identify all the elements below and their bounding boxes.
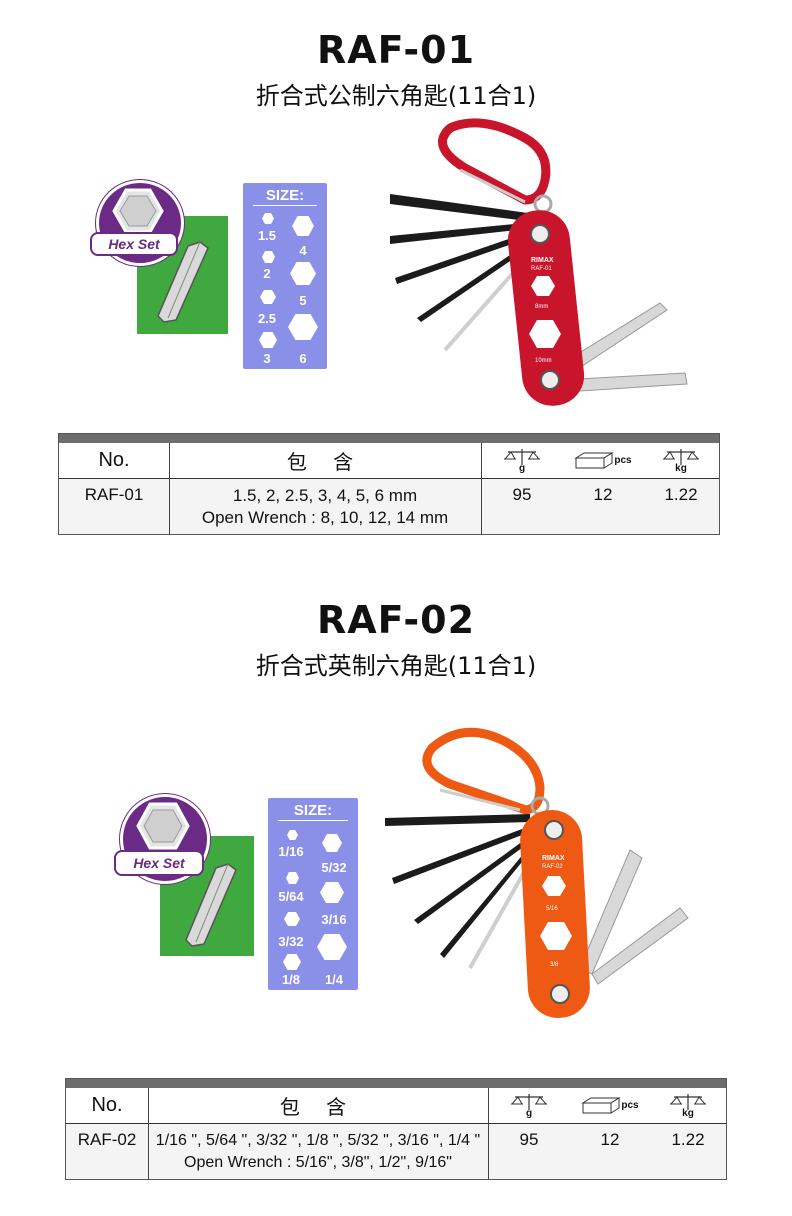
kg-unit: kg <box>675 463 687 474</box>
size-label: 3/32 <box>278 934 304 949</box>
header-no: No. <box>98 449 130 471</box>
spec-table: No. 包 含 g pcs kg RAF-02 1/16 ", 5/64 ", … <box>65 1078 727 1180</box>
size-card: SIZE: 1/16 5/64 3/32 1/8 5/32 3/16 1/4 <box>268 798 358 990</box>
tool-mark: 5/16 <box>546 906 558 912</box>
product-section-raf-01: RAF-01 折合式公制六角匙(11合1) Hex Set SIZE: 1.5 … <box>0 0 792 560</box>
hex-bar-icon <box>185 863 237 947</box>
size-card-title: SIZE: <box>293 802 333 819</box>
badge-label: Hex Set <box>90 232 178 256</box>
header-pcs: pcs <box>563 443 643 478</box>
tool-mark: 8mm <box>535 304 548 310</box>
box-icon <box>574 451 615 469</box>
hexagon-icon <box>262 213 274 224</box>
scale-icon <box>504 449 540 465</box>
hexagon-icon <box>260 290 276 304</box>
size-label: 1/8 <box>281 972 301 987</box>
tool-brand: RIMAX <box>531 257 554 264</box>
content-line: Open Wrench : 5/16", 3/8", 1/2", 9/16" <box>184 1154 452 1171</box>
row-kg: 1.22 <box>671 1130 705 1149</box>
scale-icon <box>670 1094 706 1110</box>
row-weight: 95 <box>512 485 532 504</box>
hexagon-icon <box>290 262 316 285</box>
hex-bar-icon <box>157 241 209 323</box>
hexagon-icon <box>284 912 300 926</box>
pcs-unit: pcs <box>614 455 632 466</box>
kg-unit: kg <box>682 1108 694 1119</box>
header-weight: g <box>488 1088 570 1123</box>
model-title: RAF-02 <box>316 598 476 642</box>
hexagon-icon <box>136 802 190 850</box>
size-label: 6 <box>299 351 307 366</box>
hexagon-icon <box>262 251 275 263</box>
content-line: 1.5, 2, 2.5, 3, 4, 5, 6 mm <box>232 486 418 505</box>
table-row: RAF-01 1.5, 2, 2.5, 3, 4, 5, 6 mm Open W… <box>59 479 719 534</box>
badge-label: Hex Set <box>114 850 204 876</box>
folding-hex-key-image: RIMAX RAF-02 5/16 3/8 <box>385 727 689 1018</box>
table-row: RAF-02 1/16 ", 5/64 ", 3/32 ", 1/8 ", 5/… <box>66 1124 726 1179</box>
tool-brand: RIMAX <box>542 855 565 862</box>
size-label: 4 <box>299 243 307 258</box>
row-kg: 1.22 <box>664 485 698 504</box>
hexagon-icon <box>322 834 342 852</box>
tool-model: RAF-01 <box>531 266 552 272</box>
row-no: RAF-02 <box>77 1130 137 1149</box>
hexagon-icon <box>283 954 301 970</box>
weight-unit: g <box>525 1108 533 1119</box>
hexagon-icon <box>288 314 318 340</box>
scale-icon <box>511 1094 547 1110</box>
row-pcs: 12 <box>600 1130 620 1149</box>
tool-mark: 3/8 <box>550 962 559 968</box>
size-label: 5/32 <box>321 860 347 875</box>
size-card-title: SIZE: <box>265 187 305 204</box>
row-content: 1/16 ", 5/64 ", 3/32 ", 1/8 ", 5/32 ", 3… <box>148 1124 488 1179</box>
hexagon-icon <box>320 882 344 903</box>
header-pcs: pcs <box>570 1088 650 1123</box>
content-line: 1/16 ", 5/64 ", 3/32 ", 1/8 ", 5/32 ", 3… <box>155 1132 481 1149</box>
hexagon-icon <box>292 216 314 236</box>
header-kg: kg <box>650 1088 726 1123</box>
row-no: RAF-01 <box>84 485 144 504</box>
hexagon-icon <box>286 872 299 884</box>
row-content: 1.5, 2, 2.5, 3, 4, 5, 6 mm Open Wrench :… <box>169 479 481 534</box>
size-label: 3 <box>263 351 271 366</box>
product-section-raf-02: RAF-02 折合式英制六角匙(11合1) Hex Set SIZE: 1/16… <box>0 580 792 1216</box>
scale-icon <box>663 449 699 465</box>
hex-set-illustration: Hex Set <box>114 794 256 959</box>
size-label: 5/64 <box>278 889 304 904</box>
tool-mark: 10mm <box>535 358 552 364</box>
row-pcs: 12 <box>593 485 613 504</box>
model-title: RAF-01 <box>316 28 476 72</box>
size-label: 5 <box>299 293 307 308</box>
header-weight: g <box>481 443 563 478</box>
tool-model: RAF-02 <box>542 864 563 870</box>
hex-set-illustration: Hex Set <box>90 180 230 335</box>
header-no: No. <box>91 1094 123 1116</box>
header-content: 包 含 <box>279 1095 357 1119</box>
spec-table: No. 包 含 g pcs kg RAF-01 1.5, 2, 2.5, 3, … <box>58 433 720 535</box>
hexagon-icon <box>317 934 347 960</box>
hexagon-icon <box>259 332 277 348</box>
product-subtitle: 折合式英制六角匙(11合1) <box>255 652 537 680</box>
size-label: 1.5 <box>257 228 277 243</box>
size-label: 1/4 <box>324 972 344 987</box>
row-weight: 95 <box>519 1130 539 1149</box>
content-line: Open Wrench : 8, 10, 12, 14 mm <box>201 508 449 527</box>
size-label: 2.5 <box>257 311 277 326</box>
size-card: SIZE: 1.5 2 2.5 3 4 5 6 <box>243 183 327 369</box>
size-label: 2 <box>263 266 271 281</box>
weight-unit: g <box>518 463 526 474</box>
header-content: 包 含 <box>286 450 364 474</box>
folding-hex-key-image: RIMAX RAF-01 8mm 10mm <box>390 118 688 406</box>
header-kg: kg <box>643 443 719 478</box>
size-label: 1/16 <box>278 844 304 859</box>
hexagon-icon <box>287 830 298 840</box>
product-subtitle: 折合式公制六角匙(11合1) <box>255 82 537 110</box>
box-icon <box>581 1096 622 1114</box>
hexagon-icon <box>112 188 164 234</box>
pcs-unit: pcs <box>621 1100 639 1111</box>
size-label: 3/16 <box>321 912 347 927</box>
